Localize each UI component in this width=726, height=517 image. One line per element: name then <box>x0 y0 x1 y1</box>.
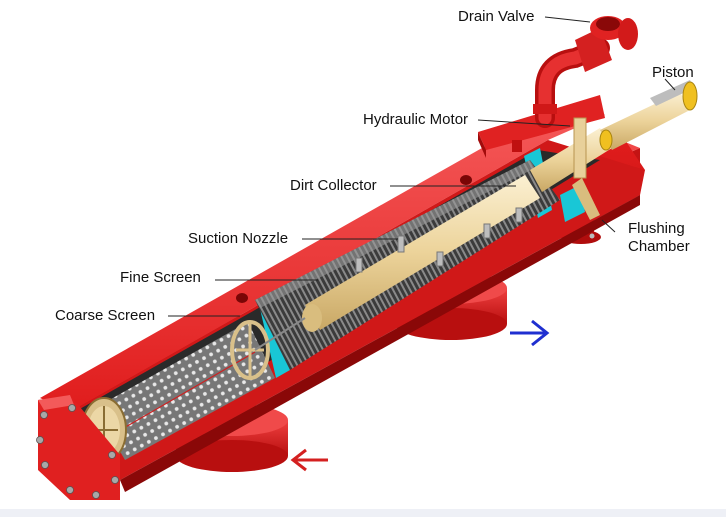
outlet-flow-arrow <box>510 319 550 347</box>
label-flushing-chamber-line2: Chamber <box>628 238 690 255</box>
leader-drain-valve <box>544 16 591 23</box>
label-fine-screen: Fine Screen <box>120 269 201 286</box>
hydraulic-motor <box>530 117 612 220</box>
leader-lines <box>168 16 676 317</box>
dirt-collector-tube <box>254 175 540 351</box>
piston <box>599 80 698 151</box>
leader-hydraulic-motor <box>477 119 571 127</box>
bottom-strip <box>0 509 726 517</box>
suction-nozzles <box>355 207 523 273</box>
drain-valve <box>533 16 638 128</box>
label-dirt-collector: Dirt Collector <box>290 177 377 194</box>
label-flushing-chamber-line1: Flushing <box>628 220 685 237</box>
leader-flushing-chamber <box>601 219 616 233</box>
label-drain-valve: Drain Valve <box>458 8 535 25</box>
inlet-flow-arrow <box>290 448 328 472</box>
label-piston: Piston <box>652 64 694 81</box>
label-coarse-screen: Coarse Screen <box>55 307 156 324</box>
leader-piston <box>664 78 676 91</box>
label-hydraulic-motor: Hydraulic Motor <box>363 111 469 128</box>
label-suction-nozzle: Suction Nozzle <box>188 230 289 247</box>
end-flange <box>36 395 120 500</box>
